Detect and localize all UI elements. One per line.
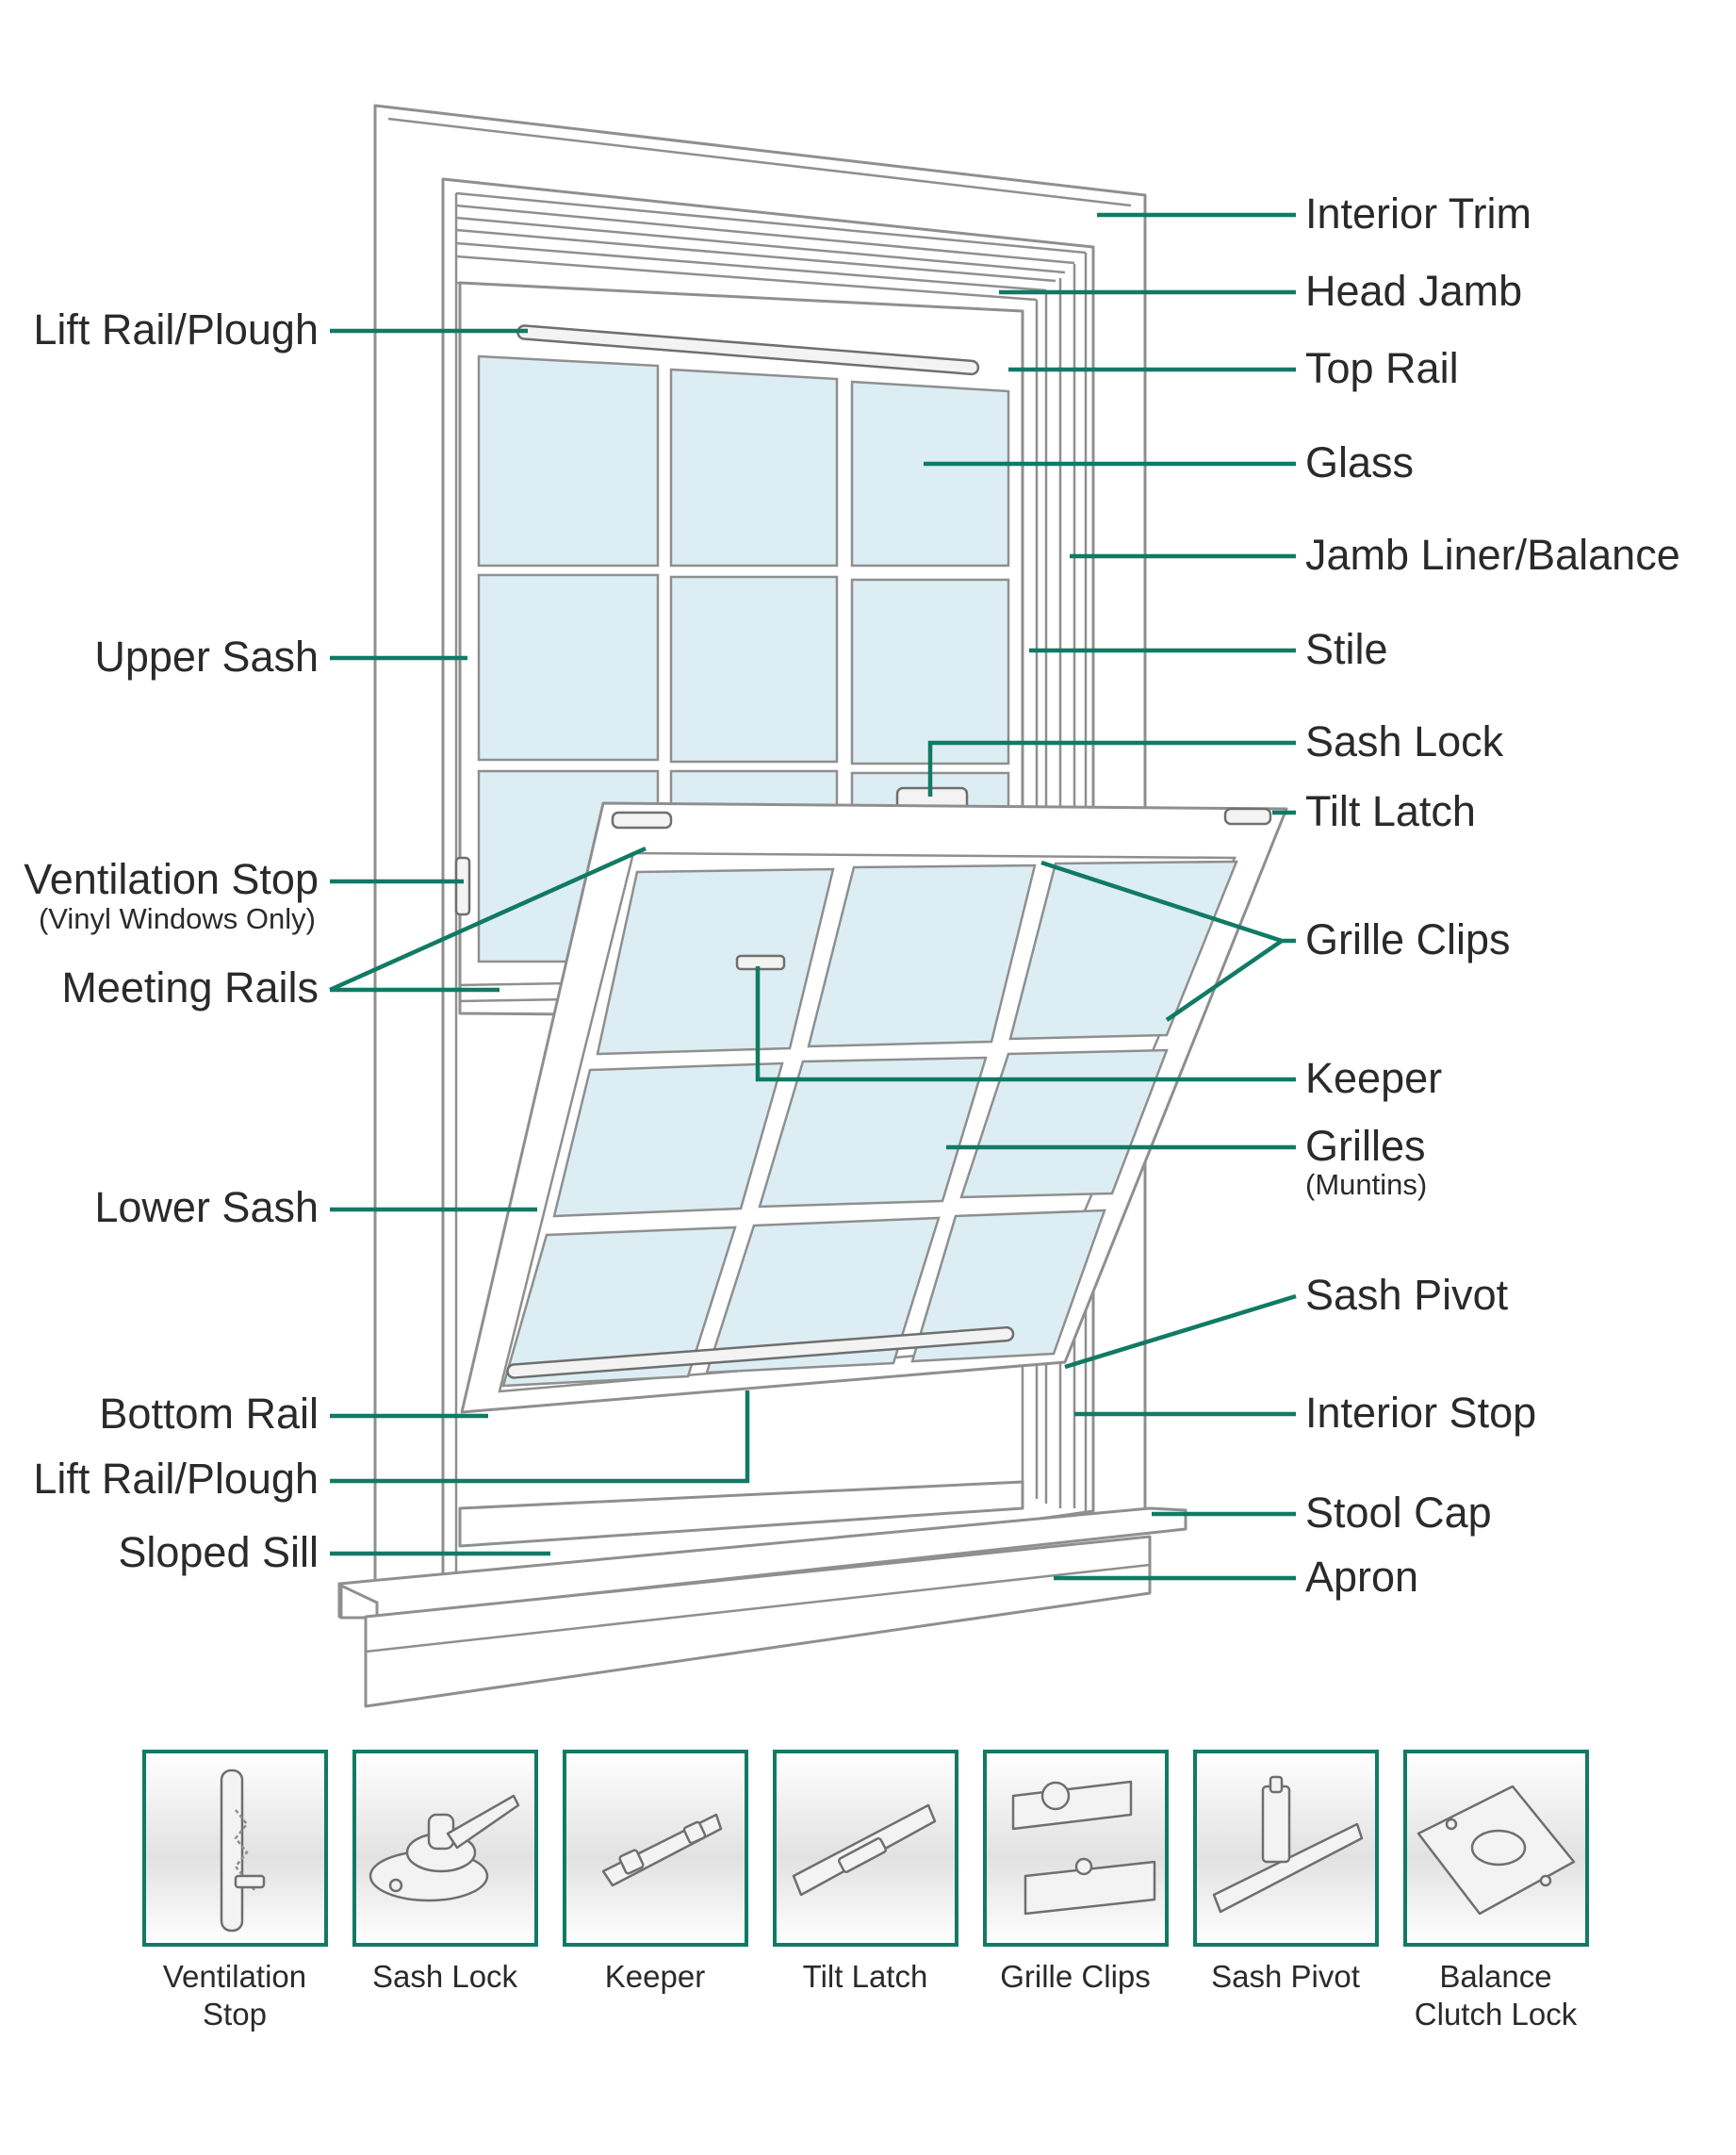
label-bottom-rail: Bottom Rail xyxy=(99,1390,319,1438)
legend-label-keeper: Keeper xyxy=(605,1959,705,1994)
legend-item-ventilation-stop: Ventilation Stop xyxy=(142,1750,328,2032)
leader-lines xyxy=(329,212,1297,1581)
legend-label-sash-pivot: Sash Pivot xyxy=(1211,1959,1360,1994)
label-lift-rail-plough-bottom: Lift Rail/Plough xyxy=(33,1455,319,1503)
right-labels: Interior Trim Head Jamb Top Rail Glass J… xyxy=(1305,189,1680,1601)
legend-label-ventilation-stop-2: Stop xyxy=(203,1997,267,2032)
balance-clutch-lock-icon xyxy=(1417,1785,1576,1916)
legend-label-balance-clutch-lock-2: Clutch Lock xyxy=(1415,1997,1578,2032)
tilt-latch-icon xyxy=(792,1803,937,1897)
label-meeting-rails: Meeting Rails xyxy=(61,963,319,1012)
label-upper-sash: Upper Sash xyxy=(94,633,319,681)
ventilation-stop-part xyxy=(454,856,471,916)
grille-clips-icon xyxy=(1011,1780,1156,1916)
label-apron: Apron xyxy=(1305,1553,1418,1601)
label-top-rail: Top Rail xyxy=(1305,344,1459,392)
label-lift-rail-plough-top: Lift Rail/Plough xyxy=(33,305,319,354)
label-grilles: Grilles xyxy=(1305,1122,1426,1170)
sash-lock-icon xyxy=(368,1794,520,1902)
keeper-part xyxy=(735,954,786,971)
label-ventilation-stop: Ventilation Stop xyxy=(24,855,319,903)
label-interior-stop: Interior Stop xyxy=(1305,1389,1536,1437)
legend-label-ventilation-stop-1: Ventilation xyxy=(163,1959,306,1994)
ventilation-stop-icon xyxy=(220,1768,266,1933)
legend-item-keeper: Keeper xyxy=(563,1750,748,1994)
legend-item-balance-clutch-lock: Balance Clutch Lock xyxy=(1403,1750,1589,2032)
keeper-icon xyxy=(601,1813,723,1887)
legend-label-grille-clips: Grille Clips xyxy=(1000,1959,1151,1994)
legend-item-sash-pivot: Sash Pivot xyxy=(1193,1750,1379,1994)
label-head-jamb: Head Jamb xyxy=(1305,267,1522,315)
label-tilt-latch: Tilt Latch xyxy=(1305,787,1476,835)
label-jamb-liner-balance: Jamb Liner/Balance xyxy=(1305,531,1680,579)
tilt-latch-part xyxy=(1223,807,1272,826)
legend-item-tilt-latch: Tilt Latch xyxy=(773,1750,958,1994)
label-sash-lock: Sash Lock xyxy=(1305,717,1504,765)
label-keeper: Keeper xyxy=(1305,1054,1442,1102)
label-glass: Glass xyxy=(1305,438,1414,486)
label-grille-clips: Grille Clips xyxy=(1305,915,1511,963)
window-illustration xyxy=(337,104,1288,1708)
sill-assembly xyxy=(337,1480,1187,1708)
left-labels: Lift Rail/Plough Upper Sash Ventilation … xyxy=(24,305,319,1576)
label-sash-pivot: Sash Pivot xyxy=(1305,1271,1509,1319)
label-ventilation-stop-note: (Vinyl Windows Only) xyxy=(39,902,316,935)
label-grilles-note: (Muntins) xyxy=(1305,1168,1427,1201)
label-lower-sash: Lower Sash xyxy=(94,1183,319,1231)
label-stool-cap: Stool Cap xyxy=(1305,1489,1492,1537)
legend-item-grille-clips: Grille Clips xyxy=(983,1750,1169,1994)
label-interior-trim: Interior Trim xyxy=(1305,189,1531,238)
label-sloped-sill: Sloped Sill xyxy=(118,1528,319,1576)
legend-item-sash-lock: Sash Lock xyxy=(352,1750,538,1994)
sash-pivot-icon xyxy=(1212,1775,1364,1914)
lower-sash xyxy=(460,801,1288,1414)
legend-label-sash-lock: Sash Lock xyxy=(372,1959,518,1994)
legend-label-balance-clutch-lock-1: Balance xyxy=(1439,1959,1551,1994)
label-stile: Stile xyxy=(1305,625,1388,673)
apron xyxy=(364,1535,1152,1708)
parts-legend: Ventilation Stop Sash Lock Keeper xyxy=(142,1750,1589,2032)
legend-label-tilt-latch: Tilt Latch xyxy=(803,1959,928,1994)
